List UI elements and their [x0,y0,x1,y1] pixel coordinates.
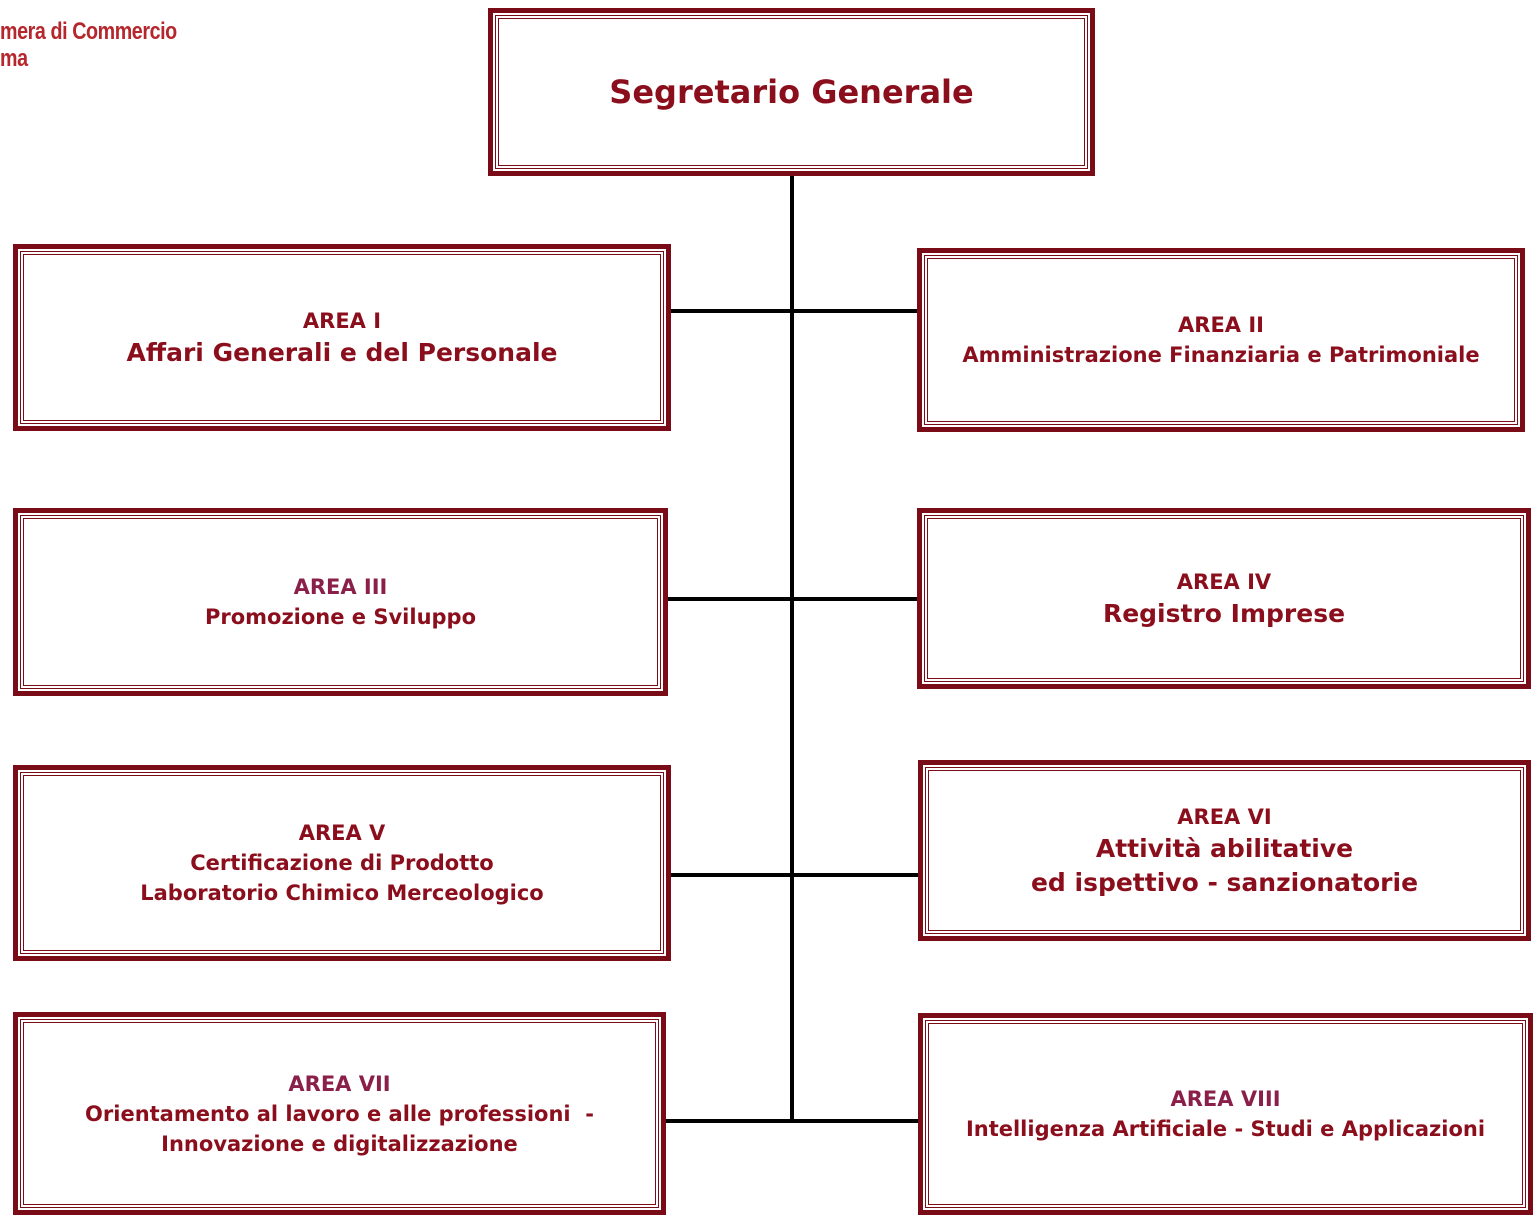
area-3-label: AREA III [293,575,388,599]
area-1-name: Affari Generali e del Personale [126,337,558,367]
area-7-box: AREA VII Orientamento al lavoro e alle p… [13,1012,666,1215]
area-3-box: AREA III Promozione e Sviluppo [13,508,668,696]
area-7-name-line-2: Innovazione e digitalizzazione [161,1131,518,1156]
area-8-name: Intelligenza Artificiale - Studi e Appli… [965,1117,1486,1141]
logo-line-2: ma [0,45,28,72]
segretario-generale-title: Segretario Generale [609,73,974,111]
area-5-name-line-2: Laboratorio Chimico Merceologico [140,881,544,905]
area-7-label: AREA VII [288,1071,391,1096]
area-4-label: AREA IV [1176,569,1272,594]
chamber-of-commerce-logo: mera di Commercio ma [0,18,177,72]
area-5-name-line-1: Certificazione di Prodotto [190,851,494,875]
area-2-name: Amministrazione Finanziaria e Patrimonia… [962,343,1480,367]
area-4-name: Registro Imprese [1102,598,1346,628]
area-2-box: AREA II Amministrazione Finanziaria e Pa… [917,248,1525,432]
area-6-box: AREA VI Attività abilitative ed ispettiv… [918,760,1531,941]
area-1-label: AREA I [302,308,382,333]
area-7-name-line-1: Orientamento al lavoro e alle profession… [85,1101,594,1126]
area-6-label: AREA VI [1177,804,1272,829]
area-8-label: AREA VIII [1170,1087,1281,1111]
area-6-name-line-1: Attività abilitative [1095,833,1354,863]
area-3-name: Promozione e Sviluppo [204,605,477,629]
area-5-box: AREA V Certificazione di Prodotto Labora… [13,765,671,961]
area-1-box: AREA I Affari Generali e del Personale [13,244,671,431]
area-2-label: AREA II [1178,313,1264,337]
area-8-box: AREA VIII Intelligenza Artificiale - Stu… [918,1013,1533,1215]
area-4-box: AREA IV Registro Imprese [917,508,1531,689]
segretario-generale-box: Segretario Generale [488,8,1095,176]
logo-line-1: mera di Commercio [0,18,177,45]
area-6-name-line-2: ed ispettivo - sanzionatorie [1030,867,1419,897]
area-5-label: AREA V [298,821,386,845]
